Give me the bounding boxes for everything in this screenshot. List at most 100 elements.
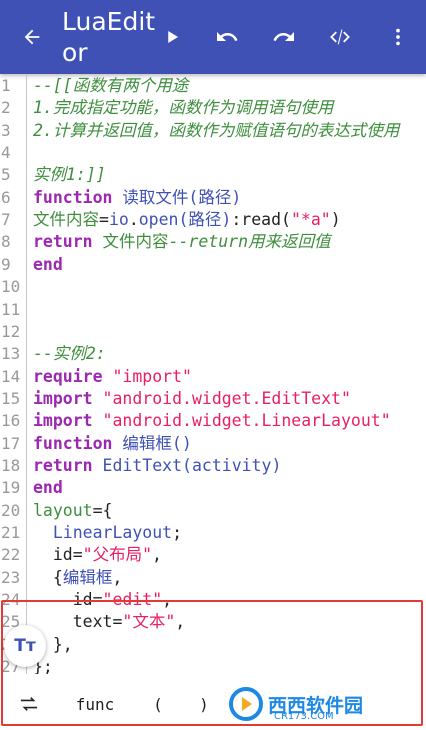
- code-token: return: [33, 455, 103, 475]
- line-number: 16: [1, 411, 21, 431]
- code-line[interactable]: 6 function 读取文件(路径): [0, 187, 426, 209]
- code-line[interactable]: 25 text="文本",: [0, 611, 426, 633]
- line-number: 4: [1, 143, 11, 163]
- line-number: 18: [1, 455, 21, 475]
- line-number: 12: [1, 321, 21, 341]
- code-token: end: [33, 254, 63, 274]
- watermark-logo-icon: [229, 687, 263, 721]
- line-number: 15: [1, 388, 21, 408]
- line-number: 13: [1, 344, 21, 364]
- tab-swap-icon: [20, 697, 38, 711]
- tab-button[interactable]: [3, 684, 55, 724]
- code-token: 文件内容: [33, 210, 99, 230]
- code-token: ,: [162, 590, 173, 610]
- code-line[interactable]: 2 1.完成指定功能，函数作为调用语句使用: [0, 97, 426, 119]
- code-token: require: [33, 366, 113, 386]
- line-number: 2: [1, 98, 11, 118]
- run-button[interactable]: [152, 0, 192, 74]
- undo-button[interactable]: [207, 0, 247, 74]
- code-token: EditText(: [102, 455, 192, 475]
- code-token: =: [99, 210, 109, 230]
- code-token: "edit": [102, 590, 163, 610]
- font-size-icon: Tт: [14, 636, 36, 656]
- code-line[interactable]: 15 import "android.widget.EditText": [0, 388, 426, 410]
- code-line[interactable]: 12: [0, 321, 426, 343]
- line-number: 14: [1, 366, 21, 386]
- code-text: import "android.widget.EditText": [33, 388, 351, 410]
- lparen-button[interactable]: (: [153, 694, 163, 714]
- code-text: 2.计算并返回值，函数作为赋值语句的表达式使用: [33, 120, 399, 142]
- app-bar: LuaEditor: [0, 0, 426, 74]
- code-text: 1.完成指定功能，函数作为调用语句使用: [33, 97, 333, 119]
- code-line[interactable]: 11: [0, 299, 426, 321]
- code-token: (路径): [178, 210, 232, 230]
- line-number: 22: [1, 545, 21, 565]
- redo-button[interactable]: [264, 0, 304, 74]
- undo-icon: [217, 32, 238, 41]
- line-number: 19: [1, 478, 21, 498]
- code-text: function 读取文件(路径): [33, 187, 241, 209]
- code-text: 实例1:]]: [33, 164, 106, 186]
- line-number: 10: [1, 277, 21, 297]
- code-token: "android.widget.EditText": [102, 388, 351, 408]
- code-token: ): [330, 210, 341, 230]
- code-text: return 文件内容--return用来返回值: [33, 231, 331, 253]
- code-text: --[[函数有两个用途: [33, 75, 188, 97]
- code-token: id=: [33, 545, 83, 565]
- line-number: 6: [1, 187, 11, 207]
- watermark-logo: 西西软件园 CR173.COM: [228, 684, 408, 724]
- func-button[interactable]: func: [75, 694, 115, 714]
- font-size-button[interactable]: Tт: [4, 625, 46, 667]
- code-text: LinearLayout;: [33, 522, 182, 544]
- code-token: end: [33, 478, 63, 498]
- code-line[interactable]: 1--[[函数有两个用途: [0, 75, 426, 97]
- code-token: --[[函数有两个用途: [33, 76, 189, 95]
- code-text: },: [33, 634, 73, 656]
- line-number: 9: [1, 254, 11, 274]
- code-line[interactable]: 21 LinearLayout;: [0, 522, 426, 544]
- watermark-sub: CR173.COM: [274, 711, 334, 722]
- code-text: id="父布局",: [33, 544, 162, 566]
- code-token: layout: [33, 500, 93, 520]
- code-text: end: [33, 254, 63, 276]
- code-token: ,: [112, 567, 123, 587]
- code-token: "android.widget.LinearLayout": [102, 411, 391, 431]
- line-number: 8: [1, 232, 11, 252]
- code-line[interactable]: 8 return 文件内容--return用来返回值: [0, 231, 426, 253]
- code-line[interactable]: 24 id="edit",: [0, 589, 426, 611]
- code-token: function: [33, 187, 123, 207]
- code-token: function: [33, 433, 123, 453]
- code-token: .: [128, 210, 139, 230]
- line-number: 23: [1, 567, 21, 587]
- code-token: return: [33, 232, 103, 252]
- code-line[interactable]: 23 {编辑框,: [0, 567, 426, 589]
- code-token: ,: [152, 545, 162, 565]
- more-vert-icon: [396, 28, 400, 46]
- line-number: 20: [1, 500, 21, 520]
- code-button[interactable]: [320, 0, 360, 74]
- rparen-button[interactable]: ): [199, 694, 209, 714]
- more-button[interactable]: [378, 0, 418, 74]
- back-button[interactable]: [12, 0, 52, 74]
- code-line[interactable]: 10: [0, 276, 426, 298]
- code-line[interactable]: 19 end: [0, 477, 426, 499]
- code-token: "文本": [122, 612, 176, 632]
- code-text: {编辑框,: [33, 567, 122, 589]
- code-line[interactable]: 13--实例2:: [0, 343, 426, 365]
- code-line[interactable]: 4: [0, 142, 426, 164]
- code-line[interactable]: 9 end: [0, 254, 426, 276]
- code-line[interactable]: 22 id="父布局",: [0, 544, 426, 566]
- code-text: text="文本",: [33, 611, 185, 633]
- code-text: end: [33, 477, 63, 499]
- code-token: 2.计算并返回值，函数作为赋值语句的表达式使用: [33, 120, 400, 140]
- code-token: },: [33, 634, 73, 654]
